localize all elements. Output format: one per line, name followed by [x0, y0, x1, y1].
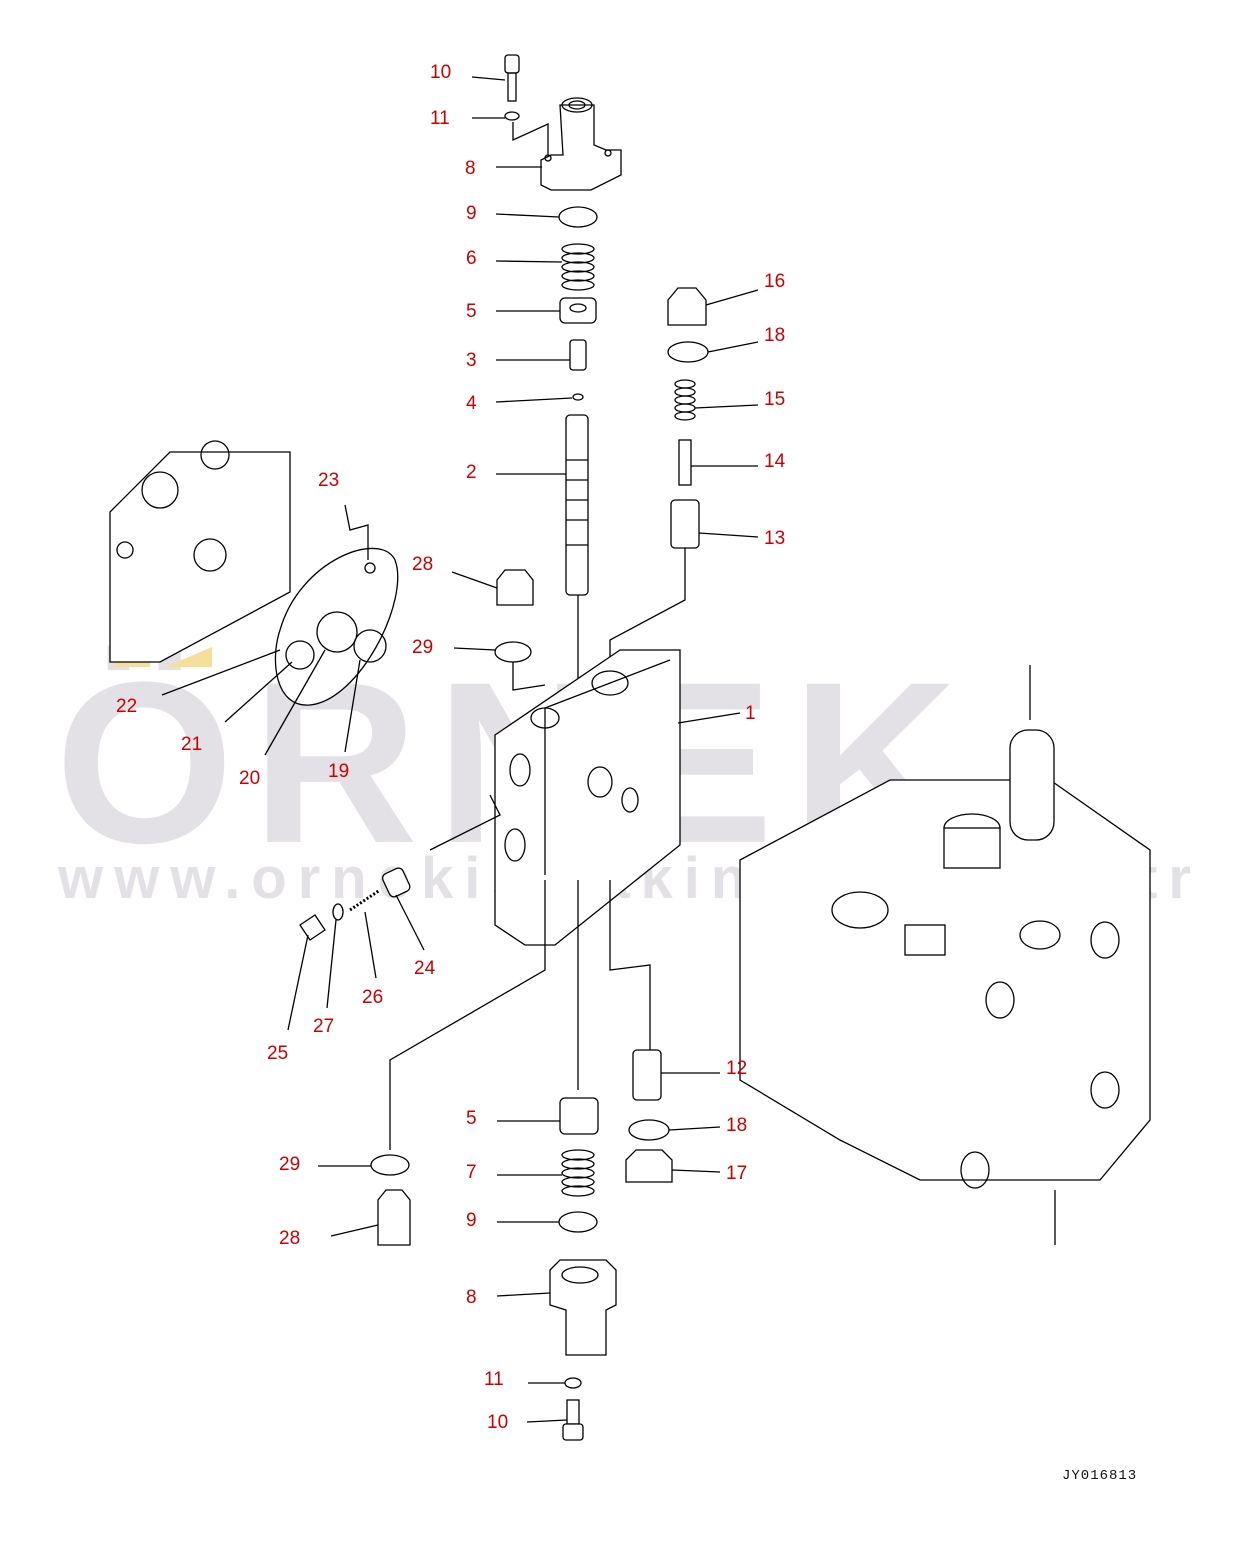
part-label-22: 22	[116, 696, 138, 717]
part-label-5: 5	[466, 1108, 477, 1129]
spring-icon-2	[674, 379, 696, 421]
part-label-9: 9	[466, 203, 477, 224]
part-label-2: 2	[466, 462, 477, 483]
spring-icon-3	[561, 1149, 595, 1197]
part-label-15: 15	[764, 389, 786, 410]
part-label-17: 17	[726, 1163, 748, 1184]
part-label-6: 6	[466, 248, 477, 269]
part-label-3: 3	[466, 350, 477, 371]
part-label-4: 4	[466, 393, 477, 414]
adjacent-block-left	[109, 440, 291, 663]
part-label-13: 13	[764, 528, 786, 549]
part-label-9: 9	[466, 1210, 477, 1231]
cover-flange-top	[496, 97, 622, 191]
part-label-8: 8	[465, 158, 476, 179]
part-label-18: 18	[764, 325, 786, 346]
part-label-14: 14	[764, 451, 786, 472]
part-label-26: 26	[362, 987, 384, 1008]
part-label-11: 11	[484, 1369, 504, 1390]
part-label-28: 28	[412, 554, 434, 575]
assembled-valve-view	[739, 665, 1151, 1245]
part-label-20: 20	[239, 768, 261, 789]
part-label-28: 28	[279, 1228, 301, 1249]
part-label-27: 27	[313, 1016, 335, 1037]
part-label-24: 24	[414, 958, 436, 979]
spring-icon	[495, 243, 595, 291]
gasket-plate	[161, 504, 399, 756]
part-label-19: 19	[328, 761, 350, 782]
cover-flange-bottom	[496, 1259, 617, 1356]
part-label-29: 29	[279, 1154, 301, 1175]
spool-icon	[496, 414, 589, 680]
part-label-21: 21	[181, 734, 203, 755]
part-label-23: 23	[318, 470, 340, 491]
part-label-10: 10	[430, 62, 452, 83]
part-label-11: 11	[430, 108, 450, 129]
bolt-icon	[471, 54, 520, 102]
part-label-12: 12	[726, 1058, 748, 1079]
part-label-7: 7	[466, 1162, 477, 1183]
part-label-8: 8	[466, 1287, 477, 1308]
valve-housing	[494, 649, 741, 946]
part-label-29: 29	[412, 637, 434, 658]
part-label-18: 18	[726, 1115, 748, 1136]
drawing-code: JY016813	[1062, 1468, 1138, 1484]
part-label-5: 5	[466, 301, 477, 322]
part-label-16: 16	[764, 271, 786, 292]
part-label-10: 10	[487, 1412, 509, 1433]
check-valve-12	[632, 1049, 720, 1101]
part-label-25: 25	[267, 1043, 289, 1064]
part-label-1: 1	[745, 703, 756, 724]
